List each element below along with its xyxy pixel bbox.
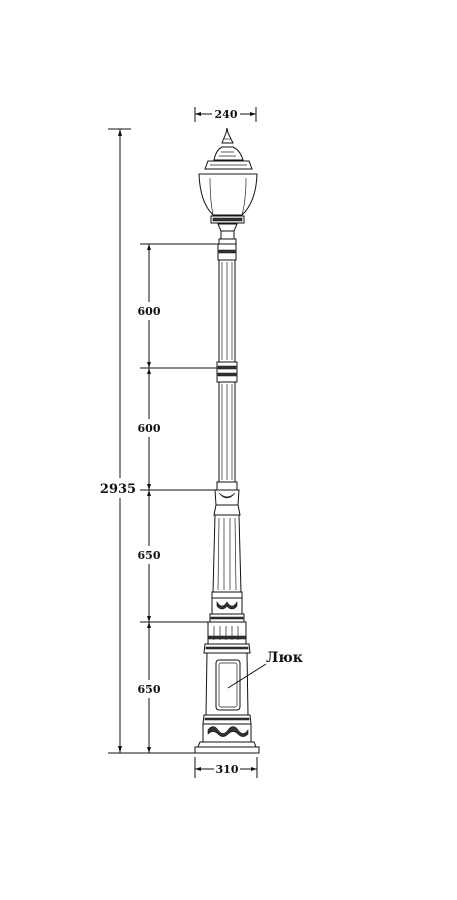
total-height-label: 2935 xyxy=(100,482,136,497)
lantern-neck xyxy=(220,230,235,240)
segment-label-1: 600 xyxy=(138,305,161,318)
lantern-crown xyxy=(213,146,244,161)
segment-label-2: 600 xyxy=(138,422,161,435)
lantern xyxy=(198,127,258,245)
service-hatch xyxy=(215,659,241,711)
upper-shaft-section xyxy=(216,243,238,383)
hatch-callout-label: Люк xyxy=(266,650,303,666)
finial xyxy=(221,127,234,144)
middle-shaft-section xyxy=(216,381,238,491)
lower-shaft-section xyxy=(209,489,245,623)
top-width-dimension: 240 xyxy=(194,107,257,122)
top-width-label: 240 xyxy=(215,108,238,121)
base-plinth xyxy=(194,746,260,754)
base-width-dimension: 310 xyxy=(194,757,258,778)
shaft-joint-1 xyxy=(216,361,238,383)
base-width-label: 310 xyxy=(216,763,239,776)
base xyxy=(194,621,260,754)
lantern-glass xyxy=(198,173,258,216)
segment-dimensions: 600 600 650 650 xyxy=(138,243,218,753)
segment-label-4: 650 xyxy=(138,683,161,696)
segment-label-3: 650 xyxy=(138,549,161,562)
hatch-callout: Люк xyxy=(227,650,303,689)
total-height-dimension: 2935 xyxy=(100,128,200,754)
